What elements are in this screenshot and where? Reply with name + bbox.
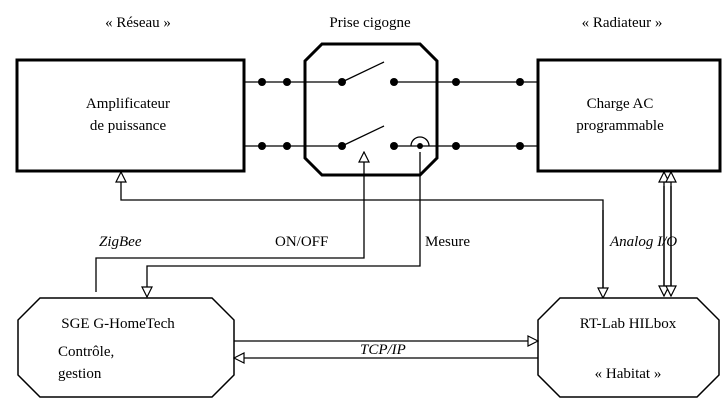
amplifier-control-line bbox=[121, 172, 603, 298]
label-mesure: Mesure bbox=[425, 234, 470, 250]
hilbox-title: RT-Lab HILbox bbox=[580, 316, 677, 332]
title-reseau: « Réseau » bbox=[105, 15, 171, 31]
prise-cigogne-box bbox=[303, 42, 439, 177]
sge-line2: gestion bbox=[58, 366, 102, 382]
label-onoff: ON/OFF bbox=[275, 234, 328, 250]
title-prise-cigogne: Prise cigogne bbox=[329, 15, 411, 31]
amplifier-label-line2: de puissance bbox=[90, 118, 167, 134]
sge-ghometech-box: SGE G-HomeTech Contrôle, gestion bbox=[17, 297, 235, 398]
power-line-top bbox=[244, 61, 538, 86]
charge-ac-box: Charge AC programmable bbox=[536, 58, 722, 173]
amplifier-label-line1: Amplificateur bbox=[86, 96, 170, 112]
sge-title: SGE G-HomeTech bbox=[61, 316, 175, 332]
charge-label-line2: programmable bbox=[576, 118, 664, 134]
rt-lab-hilbox-box: RT-Lab HILbox « Habitat » bbox=[537, 297, 720, 398]
power-line-bottom bbox=[244, 125, 538, 150]
onoff-line: ZigBee ON/OFF bbox=[95, 152, 364, 292]
mesure-line: Mesure bbox=[147, 152, 470, 297]
hilbox-habitat: « Habitat » bbox=[595, 366, 662, 382]
amplifier-box: Amplificateur de puissance bbox=[15, 58, 246, 173]
label-analog-io: Analog I/O bbox=[609, 234, 677, 250]
label-zigbee: ZigBee bbox=[99, 234, 142, 250]
analog-io-line: Analog I/O bbox=[609, 172, 677, 296]
charge-label-line1: Charge AC bbox=[587, 96, 654, 112]
label-tcpip: TCP/IP bbox=[360, 342, 406, 358]
title-radiateur: « Radiateur » bbox=[582, 15, 663, 31]
tcpip-link: TCP/IP bbox=[234, 341, 538, 358]
sge-line1: Contrôle, bbox=[58, 344, 114, 360]
